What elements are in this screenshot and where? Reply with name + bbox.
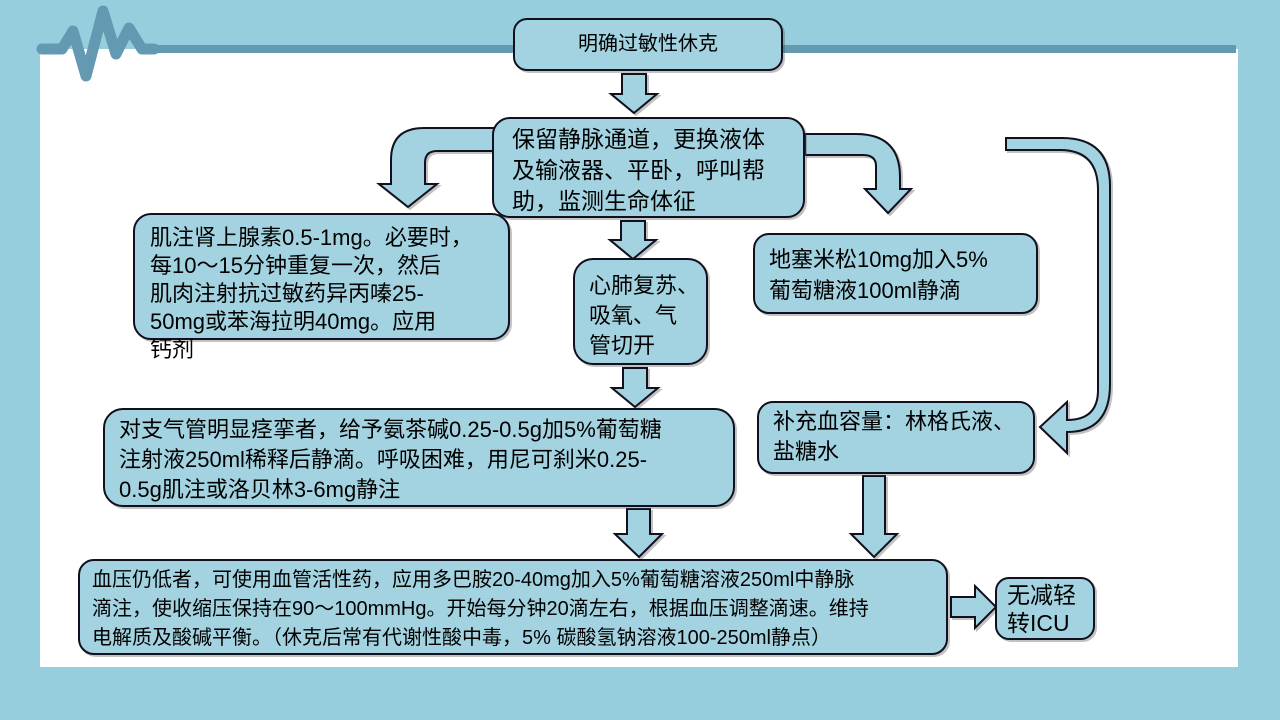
arrow-iv-to-epinephrine (376, 127, 495, 209)
ecg-waveform-icon (36, 5, 160, 82)
arrow-bronchospasm-to-vasoactive (612, 508, 665, 559)
flow-node-diagnosis: 明确过敏性休克 (513, 18, 783, 71)
arrow-iv-to-cpr (607, 220, 659, 261)
arrow-cpr-to-bronchospasm (609, 367, 661, 409)
flow-node-vasoactive: 血压仍低者，可使用血管活性药，应用多巴胺20-40mg加入5%葡萄糖溶液250m… (78, 559, 948, 655)
flow-node-volume: 补充血容量：林格氏液、盐糖水 (757, 401, 1035, 474)
arrow-vasoactive-to-icu (950, 583, 998, 631)
arrow-iv-to-dexamethasone (804, 133, 914, 215)
flow-node-icu: 无减轻转ICU (995, 577, 1095, 640)
arrow-diagnosis-to-iv (608, 73, 660, 115)
flow-node-bronchospasm: 对支气管明显痉挛者，给予氨茶碱0.25-0.5g加5%葡萄糖注射液250ml稀释… (103, 408, 735, 507)
arrow-volume-to-vasoactive (848, 475, 900, 559)
flow-node-cpr: 心肺复苏、吸氧、气管切开 (573, 258, 708, 365)
flow-node-epinephrine: 肌注肾上腺素0.5-1mg。必要时，每10～15分钟重复一次，然后肌肉注射抗过敏… (133, 213, 510, 362)
flow-node-dexamethasone: 地塞米松10mg加入5%葡萄糖液100ml静滴 (753, 233, 1038, 314)
flow-node-iv-access: 保留静脉通道，更换液体及输液器、平卧，呼叫帮助，监测生命体征 (492, 117, 805, 218)
curved-connector-to-volume (1005, 137, 1111, 456)
